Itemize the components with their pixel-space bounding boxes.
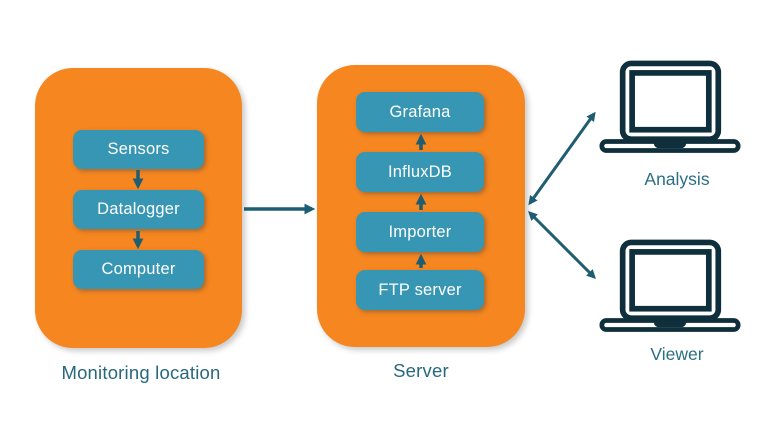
group-label-monitoring-location: Monitoring location (61, 362, 221, 383)
laptop-icon (599, 60, 741, 153)
node-sensors: Sensors (73, 130, 204, 169)
arrow-server-viewer-bidirectional (528, 211, 596, 279)
client-label-analysis: Analysis (644, 169, 710, 189)
group-label-server: Server (393, 360, 449, 381)
node-importer: Importer (356, 212, 484, 252)
node-influxdb: InfluxDB (356, 152, 484, 192)
node-ftp-server: FTP server (356, 270, 484, 310)
arrow-server-analysis-bidirectional (528, 111, 596, 206)
node-grafana: Grafana (356, 92, 484, 132)
client-label-viewer: Viewer (650, 344, 704, 364)
node-datalogger: Datalogger (73, 190, 204, 229)
node-computer: Computer (73, 250, 204, 289)
laptop-icon (599, 239, 741, 332)
